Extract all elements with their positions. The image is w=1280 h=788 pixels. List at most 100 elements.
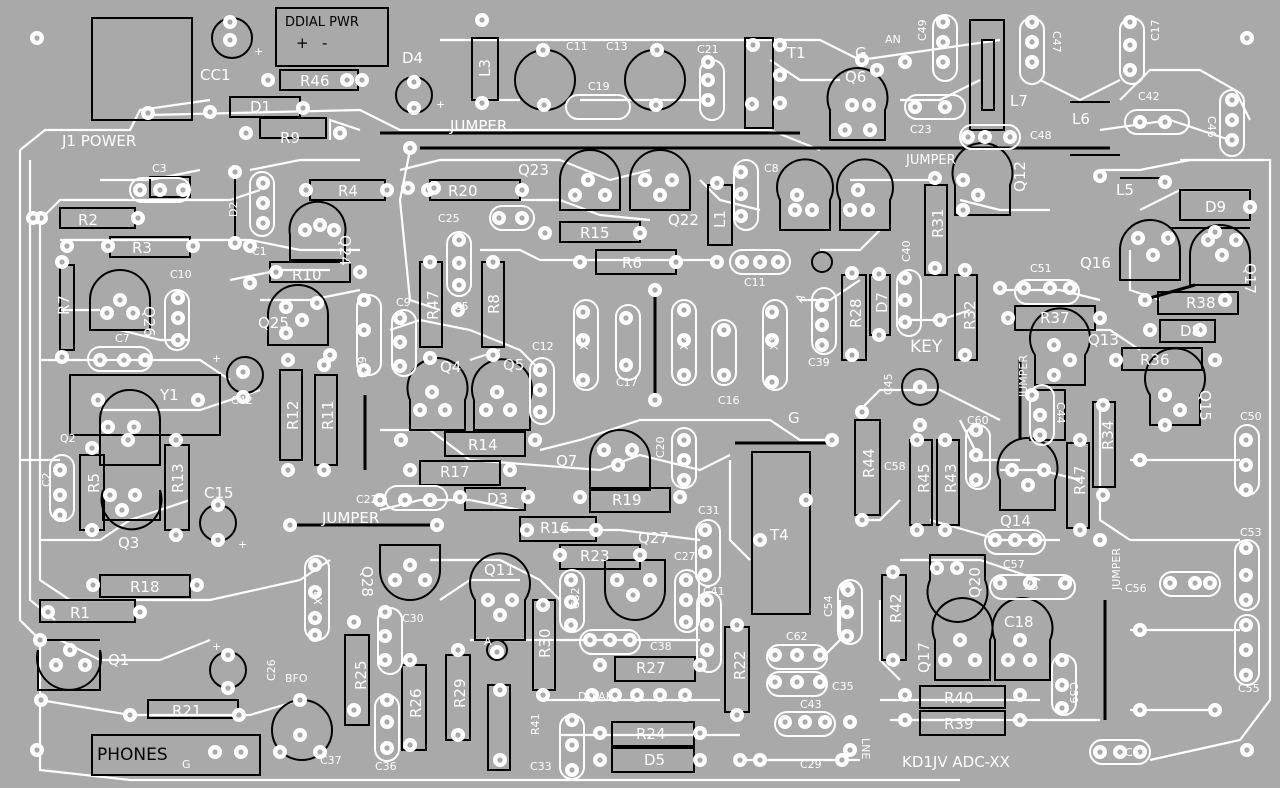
ddial-pwr-label: DDIAL PWR <box>285 15 359 30</box>
r10-label: R10 <box>292 266 322 284</box>
pad-hole <box>490 259 496 265</box>
pad-hole <box>874 67 880 73</box>
c21-label: C21 <box>697 43 719 56</box>
pad-hole <box>704 597 710 603</box>
pad-hole <box>866 102 872 108</box>
pad-hole <box>57 492 63 498</box>
pad-hole <box>1162 422 1168 428</box>
pad-hole <box>541 102 547 108</box>
pad-hole <box>1192 580 1198 586</box>
pad-hole <box>757 259 763 265</box>
pad-hole <box>557 552 563 558</box>
r47b-label: R47 <box>1071 465 1089 495</box>
pad-hole <box>749 101 755 107</box>
r29-label: R29 <box>451 678 469 708</box>
pad-hole <box>597 757 603 763</box>
pad-hole <box>497 612 503 618</box>
pad-hole <box>1027 657 1033 663</box>
l6-label: L6 <box>1072 110 1090 128</box>
pad-hole <box>822 719 828 725</box>
pad-hole <box>734 622 740 628</box>
pad-hole <box>45 609 51 615</box>
pad-hole <box>260 180 266 186</box>
pad-hole <box>739 259 745 265</box>
c42-label: C42 <box>1138 90 1160 103</box>
c57-label: C57 <box>1003 558 1025 571</box>
pad-hole <box>142 357 148 363</box>
pad-hole <box>829 437 835 443</box>
r34-label: R34 <box>1099 420 1117 450</box>
q20-label: Q20 <box>966 567 984 598</box>
pad-hole <box>1117 749 1123 755</box>
pad-hole <box>236 712 242 718</box>
q27-label: Q27 <box>638 529 669 547</box>
c32-label: C32 <box>569 587 582 609</box>
pad-hole <box>702 572 708 578</box>
d4-label: D4 <box>402 49 423 67</box>
ddial-pwr-minus: - <box>322 34 327 52</box>
an-label: AN <box>885 33 901 46</box>
pad-hole <box>653 102 659 108</box>
pad-hole <box>1142 297 1148 303</box>
pad-hole <box>407 657 413 663</box>
pad-hole <box>1162 179 1168 185</box>
pad-hole <box>865 207 871 213</box>
pad-hole <box>1077 437 1083 443</box>
pad-hole <box>303 187 309 193</box>
pad-hole <box>859 57 865 63</box>
pad-hole <box>1243 487 1249 493</box>
j1-power-label: J1 POWER <box>61 132 136 150</box>
x3-label: X3 <box>578 335 591 350</box>
pad-hole <box>705 59 711 65</box>
d5-label: D5 <box>644 751 665 769</box>
q2-outline <box>99 389 161 466</box>
pad-hole <box>1005 315 1011 321</box>
pad-hole <box>490 352 496 358</box>
t4-outline <box>751 451 811 615</box>
c18-label: C18 <box>1004 613 1034 631</box>
pad-hole <box>312 632 318 638</box>
pad-hole <box>623 315 629 321</box>
c13-label: C13 <box>606 40 628 53</box>
c29-label: C29 <box>800 758 822 771</box>
pad-hole <box>902 275 908 281</box>
pad-hole <box>240 394 246 400</box>
q4-label: Q4 <box>440 358 461 376</box>
pad-hole <box>34 747 40 753</box>
pad-hole <box>876 271 882 277</box>
pad-hole <box>297 697 303 703</box>
pad-hole <box>1047 285 1053 291</box>
pad-hole <box>312 562 318 568</box>
pad-hole <box>175 295 181 301</box>
pad-hole <box>405 185 411 191</box>
pad-hole <box>297 732 303 738</box>
pad-hole <box>397 339 403 345</box>
pad-hole <box>540 47 546 53</box>
d1-label: D1 <box>250 98 271 116</box>
pad-hole <box>957 637 963 643</box>
pad-hole <box>497 687 503 693</box>
pad-hole <box>1077 527 1083 533</box>
d7-label: D7 <box>873 292 891 313</box>
pad-hole <box>1127 42 1133 48</box>
pad-hole <box>777 100 783 106</box>
pad-hole <box>1097 173 1103 179</box>
pad-hole <box>277 749 283 755</box>
pad-hole <box>890 569 896 575</box>
r17-label: R17 <box>440 463 470 481</box>
pad-hole <box>607 637 613 643</box>
pad-hole <box>942 437 948 443</box>
c47-label: C47 <box>1050 31 1063 53</box>
pad-hole <box>965 134 971 140</box>
pad-hole <box>455 647 461 653</box>
pad-hole <box>777 42 783 48</box>
pad-hole <box>540 602 546 608</box>
pad-hole <box>1037 412 1043 418</box>
pad-hole <box>721 327 727 333</box>
c39-label: C39 <box>808 356 830 369</box>
pad-hole <box>1212 229 1218 235</box>
pad-hole <box>769 309 775 315</box>
c16-label: C16 <box>718 394 740 407</box>
r11-label: R11 <box>319 400 337 430</box>
